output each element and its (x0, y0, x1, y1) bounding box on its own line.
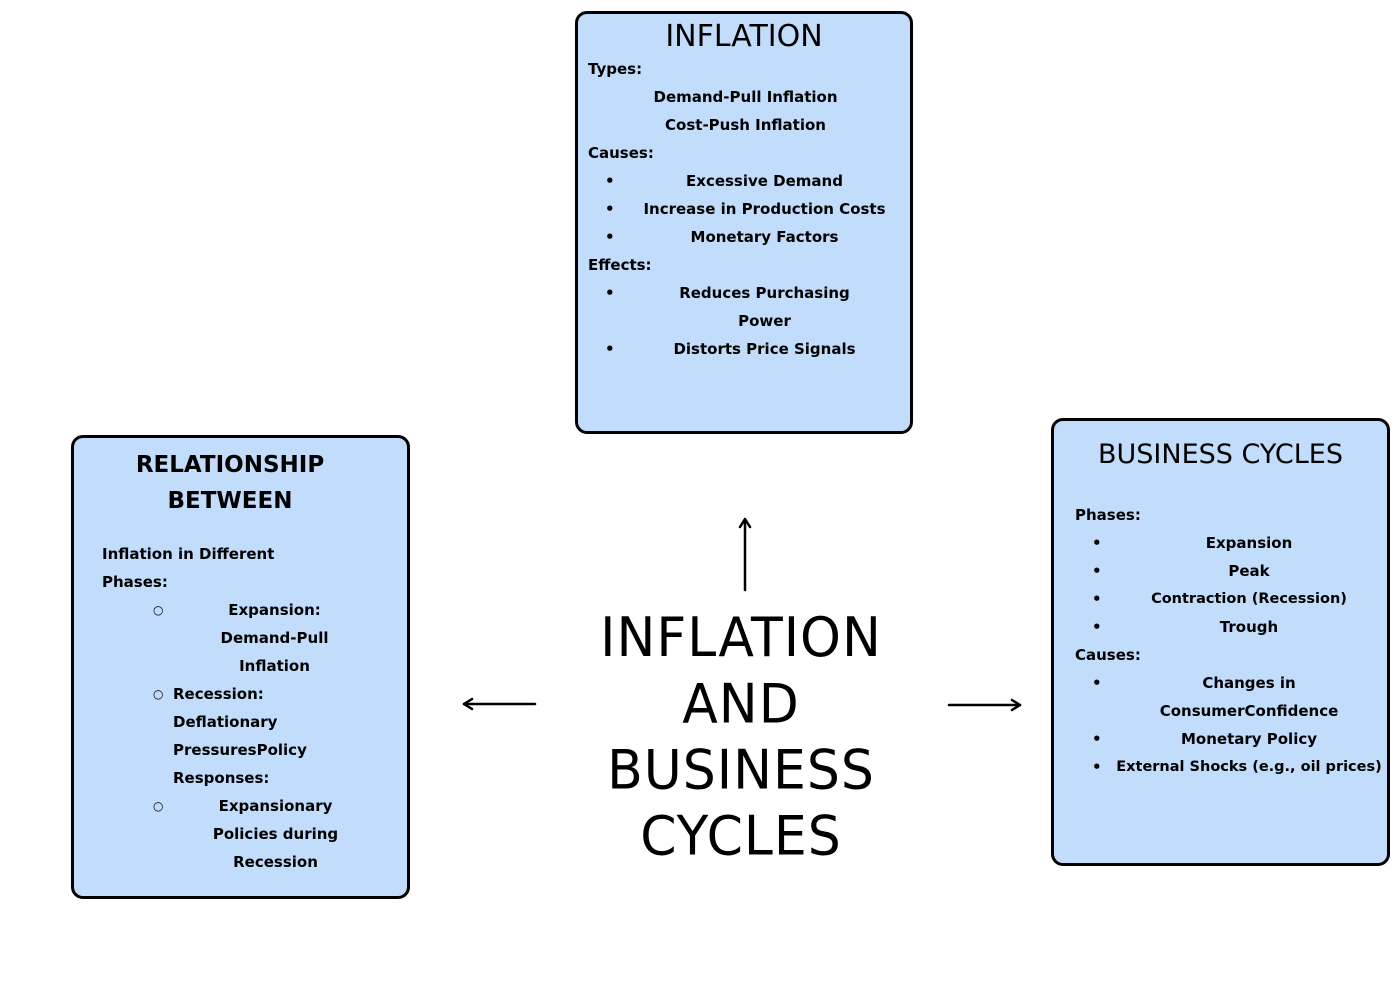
phase-item: • Trough (1075, 613, 1385, 641)
bullet-icon: • (605, 340, 615, 358)
circle-bullet-icon: ○ (153, 687, 164, 701)
phase-text: Expansion (1205, 534, 1293, 552)
cause-item: • Monetary Factors (588, 223, 903, 251)
cause-item: • External Shocks (e.g., oil prices) (1075, 753, 1385, 781)
bullet-icon: • (605, 172, 615, 190)
center-title-line: INFLATION (600, 606, 882, 670)
relationship-item-text: Expansion: Demand-Pull Inflation (220, 601, 329, 675)
phase-item: • Contraction (Recession) (1075, 585, 1385, 613)
phases-label: Phases: (1075, 506, 1141, 524)
phase-item: • Peak (1075, 557, 1385, 585)
inflation-box: INFLATION Types: Demand-Pull Inflation C… (575, 11, 913, 434)
type-item: Cost-Push Inflation (665, 116, 826, 134)
bullet-icon: • (605, 200, 615, 218)
cause-text: External Shocks (e.g., oil prices) (1116, 759, 1382, 775)
bullet-icon: • (1092, 674, 1102, 692)
relationship-item: ○ Recession: Deflationary PressuresPolic… (102, 680, 402, 792)
inflation-title: INFLATION (665, 19, 823, 54)
center-title: INFLATION AND BUSINESS CYCLES (560, 606, 922, 871)
center-title-line: CYCLES (640, 805, 842, 869)
bullet-icon: • (1092, 562, 1102, 580)
cause-item: • Increase in Production Costs (588, 195, 903, 223)
cause-item: • Monetary Policy (1075, 725, 1385, 753)
relationship-item: ○ Expansionary Policies during Recession (102, 792, 402, 876)
effect-text: Distorts Price Signals (673, 340, 856, 358)
circle-bullet-icon: ○ (153, 799, 164, 813)
causes-label: Causes: (588, 144, 654, 162)
effects-label: Effects: (588, 256, 652, 274)
bullet-icon: • (1092, 534, 1102, 552)
relationship-item: ○ Expansion: Demand-Pull Inflation (102, 596, 402, 680)
center-title-line: BUSINESS (607, 739, 875, 803)
cause-item: • Changes in ConsumerConfidence (1075, 669, 1385, 725)
circle-bullet-icon: ○ (153, 603, 164, 617)
phase-text: Peak (1228, 562, 1270, 580)
bullet-icon: • (1092, 618, 1102, 636)
bullet-icon: • (605, 228, 615, 246)
relationship-title: RELATIONSHIP BETWEEN (135, 452, 325, 514)
inflation-content: Types: Demand-Pull Inflation Cost-Push I… (588, 55, 903, 363)
cause-text: Changes in ConsumerConfidence (1159, 674, 1339, 720)
type-item: Demand-Pull Inflation (653, 88, 838, 106)
causes-label: Causes: (1075, 646, 1141, 664)
business-cycles-box: BUSINESS CYCLES Phases: • Expansion • Pe… (1051, 418, 1390, 866)
business-cycles-title: BUSINESS CYCLES (1098, 439, 1343, 470)
effect-item: • Reduces Purchasing Power (588, 279, 903, 335)
relationship-item-text: Expansionary Policies during Recession (212, 797, 339, 871)
cause-item: • Excessive Demand (588, 167, 903, 195)
bullet-icon: • (1092, 590, 1102, 608)
bullet-icon: • (1092, 730, 1102, 748)
bullet-icon: • (605, 284, 615, 302)
arrow-right-icon (947, 698, 1022, 712)
cause-text: Monetary Policy (1180, 730, 1318, 748)
effect-item: • Distorts Price Signals (588, 335, 903, 363)
cause-text: Excessive Demand (686, 172, 843, 190)
types-label: Types: (588, 60, 643, 78)
relationship-intro: Inflation in Different Phases: (102, 545, 275, 591)
relationship-item-text: Recession: Deflationary PressuresPolicy … (173, 685, 307, 787)
center-title-line: AND (682, 672, 800, 736)
phase-item: • Expansion (1075, 529, 1385, 557)
phase-text: Trough (1219, 618, 1279, 636)
effect-text: Reduces Purchasing Power (679, 284, 850, 330)
cause-text: Increase in Production Costs (643, 200, 886, 218)
cause-text: Monetary Factors (690, 228, 839, 246)
relationship-box: RELATIONSHIP BETWEEN Inflation in Differ… (71, 435, 410, 899)
arrow-up-icon (738, 517, 752, 592)
phase-text: Contraction (Recession) (1151, 591, 1347, 607)
bullet-icon: • (1092, 758, 1102, 776)
business-cycles-content: Phases: • Expansion • Peak • Contraction… (1075, 501, 1385, 781)
relationship-content: Inflation in Different Phases: ○ Expansi… (102, 540, 402, 876)
arrow-left-icon (462, 697, 537, 711)
